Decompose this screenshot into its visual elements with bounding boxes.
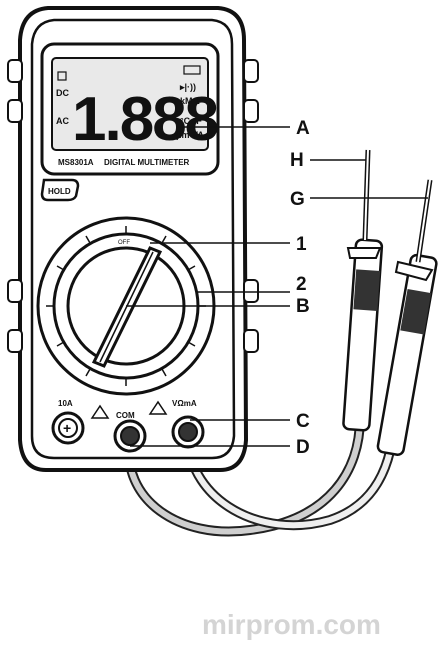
lcd-auto-icon <box>57 71 67 81</box>
callout-b: B <box>296 296 310 317</box>
lcd-ohm-indicator: kMΩ <box>180 96 200 106</box>
model-name: DIGITAL MULTIMETER <box>104 158 190 167</box>
warning-icon <box>90 404 110 419</box>
lcd-screen <box>51 57 209 151</box>
probe-g <box>376 179 438 456</box>
lcd-ac-indicator: AC <box>56 116 69 126</box>
com-lead-wire <box>125 417 363 535</box>
lcd-digits: 1.888 <box>72 85 218 154</box>
lcd-temp-indicator: °C °F <box>180 116 202 126</box>
callout-lines <box>126 126 428 447</box>
lcd-dc-indicator: DC <box>56 88 69 98</box>
jack-10a[interactable]: + <box>51 411 85 445</box>
jack-com[interactable] <box>113 419 147 453</box>
battery-icon <box>183 65 201 75</box>
hold-button[interactable]: HOLD <box>40 178 80 202</box>
callout-h: H <box>290 150 304 171</box>
jack-10a-label: 10A <box>58 399 73 408</box>
jack-volt-ohm[interactable] <box>171 415 205 449</box>
callout-1: 1 <box>296 234 307 255</box>
plus-icon: + <box>63 420 71 436</box>
jack-com-label: COM <box>116 411 135 420</box>
rotary-switch[interactable]: OFF <box>36 216 216 396</box>
callout-d: D <box>296 437 310 458</box>
hold-button-label: HOLD <box>48 187 71 196</box>
dial-off-label: OFF <box>118 240 130 246</box>
callout-a: A <box>296 118 310 139</box>
probe-h <box>342 149 384 432</box>
callout-2: 2 <box>296 274 307 295</box>
watermark: mirprom.com <box>202 609 381 640</box>
model-id: MS8301A <box>58 158 94 167</box>
dial-pointer-groove <box>99 251 154 363</box>
warning-icon <box>148 400 168 415</box>
diode-continuity-icon: ▸|·)) <box>179 82 196 92</box>
jack-volt-ohm-label: VΩmA <box>172 399 197 408</box>
callout-c: C <box>296 411 310 432</box>
callout-g: G <box>290 189 305 210</box>
lcd-unit-indicator: μm VA <box>176 130 204 140</box>
